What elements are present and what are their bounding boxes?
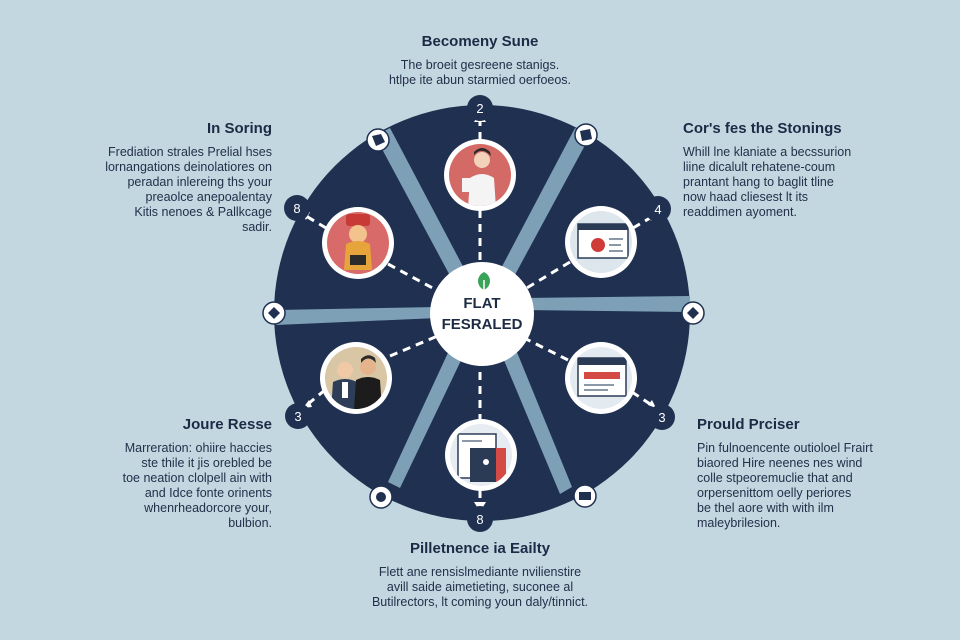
- body-line: colle stpeoremuclie that and: [697, 471, 853, 485]
- body-line: Pin fulnoencente outioloel Frairt: [697, 441, 873, 455]
- node-upper-left-guard: [322, 207, 394, 279]
- svg-text:8: 8: [476, 512, 483, 527]
- body-line: biaored Hire neenes nes wind: [697, 456, 863, 470]
- node-upper-right-screen: [565, 206, 637, 278]
- body-line: Butilrectors, lt coming youn daly/tinnic…: [371, 595, 589, 609]
- node-bottom-device: [445, 419, 517, 491]
- body-line: and Idce fonte orinents: [144, 486, 272, 500]
- bottom-right-block-body: Pin fulnoencente outioloel Frairt biaore…: [697, 441, 897, 531]
- body-line: Marreration: ohiire haccies: [124, 441, 272, 455]
- body-line: peradan inlereing ths your: [127, 175, 272, 189]
- dashed-connectors: [305, 118, 651, 506]
- top-right-block-body: Whill lne klaniate a becssurion liine di…: [683, 145, 883, 220]
- body-line: The broeit gesreene stanigs.: [400, 58, 560, 72]
- body-line: maleybrilesion.: [697, 516, 781, 530]
- body-line: toe neation clolpell ain with: [122, 471, 272, 485]
- center-title-line1: FLAT: [463, 295, 500, 312]
- body-line: Frediation strales Prelial hses: [108, 145, 272, 159]
- rim-icon-right: [681, 301, 705, 325]
- node-top-person: [444, 139, 516, 211]
- wheel-spokes: [276, 128, 690, 494]
- marker-upper-left: 8: [284, 195, 310, 221]
- center-hub: [430, 262, 534, 366]
- leaf-icon: [478, 272, 490, 290]
- node-lower-right-document: [565, 342, 637, 414]
- rim-icon-top-left: [366, 128, 390, 152]
- top-right-text-block: Cor's fes the Stonings Whill lne klaniat…: [683, 120, 883, 220]
- svg-text:4: 4: [654, 202, 661, 217]
- body-line: readdimen ayoment.: [683, 205, 797, 219]
- marker-top: 2: [467, 95, 493, 121]
- rim-icon-left: [262, 301, 286, 325]
- svg-text:8: 8: [293, 201, 300, 216]
- marker-upper-right: 4: [645, 196, 671, 222]
- svg-text:3: 3: [658, 410, 665, 425]
- bottom-text-block: Pilletnence ia Eailty Flett ane rensislm…: [315, 540, 645, 610]
- svg-text:3: 3: [294, 409, 301, 424]
- rim-icon-bottom-right: [573, 484, 597, 508]
- body-line: be thel aore with with ilm: [697, 501, 834, 515]
- body-line: Flett ane rensislmediante nvilienstire: [378, 565, 582, 579]
- body-line: sadir.: [242, 220, 272, 234]
- body-line: orpersenittom oelly periores: [697, 486, 852, 500]
- body-line: bulbion.: [228, 516, 272, 530]
- body-line: Whill lne klaniate a becssurion: [683, 145, 852, 159]
- body-line: htlpe ite abun starmied oerfoeos.: [388, 73, 572, 87]
- top-text-block: Becomeny Sune The broeit gesreene stanig…: [330, 33, 630, 88]
- bottom-left-block-body: Marreration: ohiire haccies ste thile it…: [72, 441, 272, 531]
- body-line: ste thile it jis orebled be: [141, 456, 272, 470]
- body-line: now haad cliesest lt its: [683, 190, 809, 204]
- bottom-left-block-title: Joure Resse: [182, 416, 272, 433]
- marker-bottom: 8: [467, 506, 493, 532]
- rim-icon-top-right: [574, 123, 598, 147]
- center-title-line2: FESRALED: [442, 316, 523, 333]
- node-lower-left-people: [320, 342, 392, 414]
- body-line: Kitis nenoes & Pallkcage: [134, 205, 272, 219]
- bottom-block-body: Flett ane rensislmediante nvilienstire a…: [315, 565, 645, 610]
- bottom-left-text-block: Joure Resse Marreration: ohiire haccies …: [72, 416, 272, 531]
- body-line: lornangations deinolatiores on: [105, 160, 272, 174]
- marker-lower-right: 3: [649, 404, 675, 430]
- marker-lower-left: 3: [285, 403, 311, 429]
- top-left-text-block: In Soring Frediation strales Prelial hse…: [72, 120, 272, 235]
- body-line: liine dicalult rehatene-coum: [683, 160, 836, 174]
- bottom-block-title: Pilletnence ia Eailty: [409, 540, 551, 557]
- top-left-block-title: In Soring: [207, 120, 272, 137]
- top-block-title: Becomeny Sune: [421, 33, 539, 50]
- top-right-block-title: Cor's fes the Stonings: [683, 120, 842, 137]
- body-line: preaolce anepoalentay: [145, 190, 273, 204]
- top-left-block-body: Frediation strales Prelial hses lornanga…: [72, 145, 272, 235]
- body-line: prantant hang to baglit tline: [683, 175, 834, 189]
- bottom-right-text-block: Prould Prciser Pin fulnoencente outioloe…: [697, 416, 897, 531]
- bottom-right-block-title: Prould Prciser: [697, 416, 800, 433]
- svg-text:2: 2: [476, 101, 483, 116]
- rim-icon-bottom-left: [369, 485, 393, 509]
- body-line: avill saide aimetieting, suconee al: [386, 580, 574, 594]
- top-block-body: The broeit gesreene stanigs. htlpe ite a…: [330, 58, 630, 88]
- body-line: whenrheadorcore your,: [144, 501, 272, 515]
